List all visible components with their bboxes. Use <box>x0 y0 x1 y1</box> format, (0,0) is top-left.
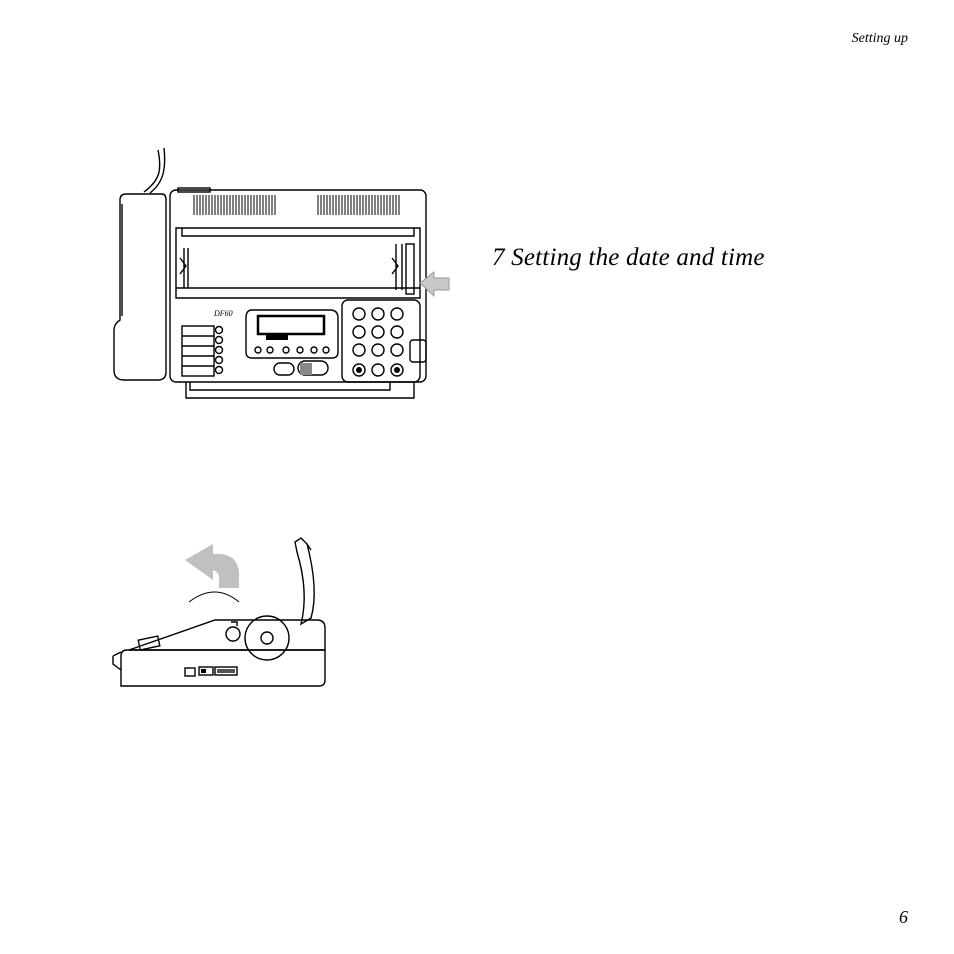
fax-front-illustration: DF60 <box>100 140 460 405</box>
open-lid <box>295 538 314 624</box>
left-arrow-icon <box>420 272 449 296</box>
model-label: DF60 <box>213 309 233 318</box>
curved-back-arrow-icon <box>185 544 239 588</box>
fax-side-illustration <box>105 530 335 695</box>
page-number: 6 <box>899 907 908 928</box>
section-title: 7 Setting the date and time <box>492 244 765 272</box>
paper-roller <box>245 616 289 660</box>
fax-body <box>170 190 426 382</box>
running-header: Setting up <box>852 31 908 47</box>
